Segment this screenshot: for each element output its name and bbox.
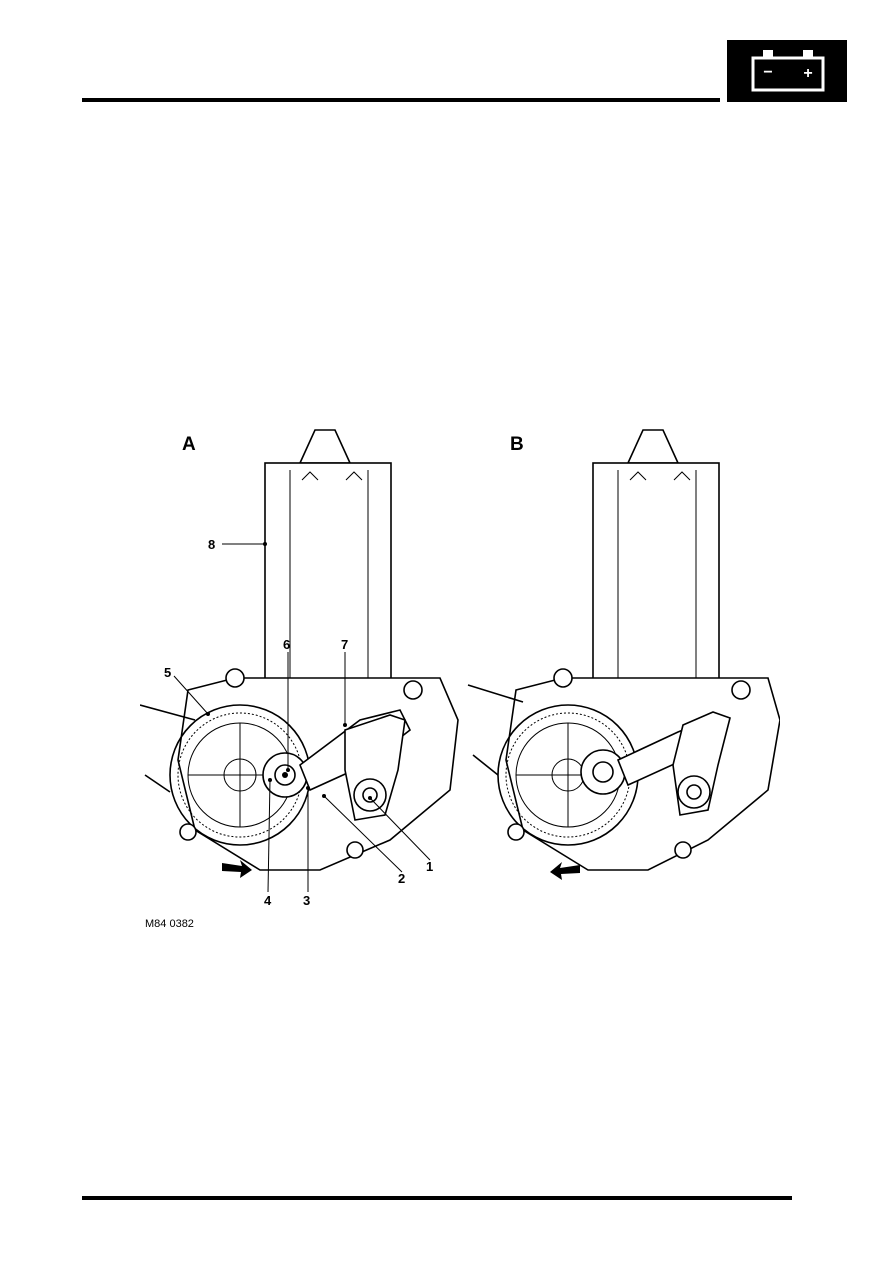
callout-8: 8 [208,537,215,552]
callout-7: 7 [341,637,348,652]
callout-4: 4 [264,893,272,908]
section-tab: − + [727,40,847,102]
motor-illustration: A [140,420,780,940]
panel-a: A [140,429,459,930]
battery-plus: + [803,65,812,82]
panel-b-label: B [510,434,524,455]
battery-icon: − + [751,50,825,92]
header-rule [82,98,720,102]
callout-1: 1 [426,859,433,874]
panel-a-label: A [182,434,196,455]
callout-3: 3 [303,893,310,908]
battery-minus: − [763,64,772,81]
callout-5: 5 [164,665,171,680]
callout-6: 6 [283,637,290,652]
panel-b: B [467,429,780,880]
figure-code: M84 0382 [145,918,194,930]
footer-rule [82,1196,792,1200]
callout-2: 2 [398,871,405,886]
